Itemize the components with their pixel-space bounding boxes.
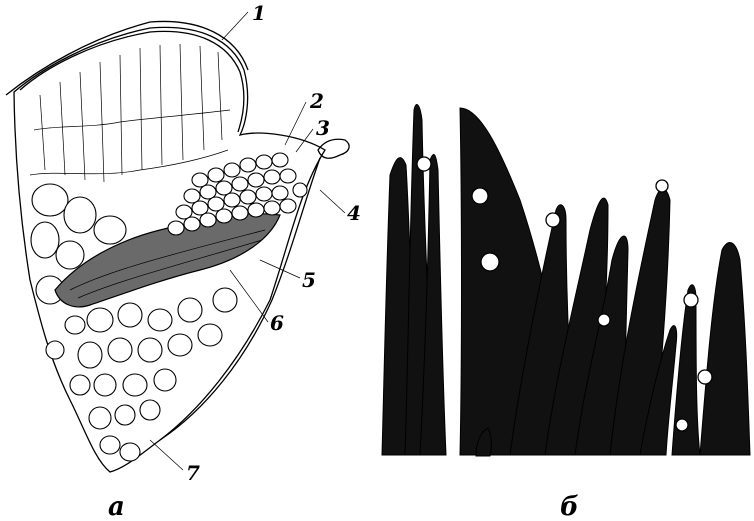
panel-b-blades — [382, 105, 750, 456]
label-6: 6 — [270, 311, 284, 335]
palisade-cells — [30, 44, 230, 182]
spore — [472, 188, 488, 204]
label-7: 7 — [186, 461, 200, 485]
spore — [546, 213, 560, 227]
epidermis-upper — [20, 31, 244, 132]
spore — [598, 314, 610, 326]
label-4: 4 — [347, 201, 361, 225]
spore — [656, 180, 668, 192]
label-3: 3 — [316, 116, 330, 140]
spore — [684, 293, 698, 307]
spore — [698, 370, 712, 384]
panel-a-label: а — [108, 492, 125, 521]
label-5: 5 — [302, 268, 316, 292]
label-1: 1 — [252, 1, 266, 25]
spore — [417, 157, 431, 171]
blade — [700, 243, 750, 455]
spore — [676, 419, 688, 431]
label-2: 2 — [309, 89, 324, 113]
cuticle-line — [6, 21, 248, 95]
panel-a-section — [6, 12, 349, 472]
panel-b-label: б — [560, 492, 579, 521]
spore — [481, 253, 499, 271]
